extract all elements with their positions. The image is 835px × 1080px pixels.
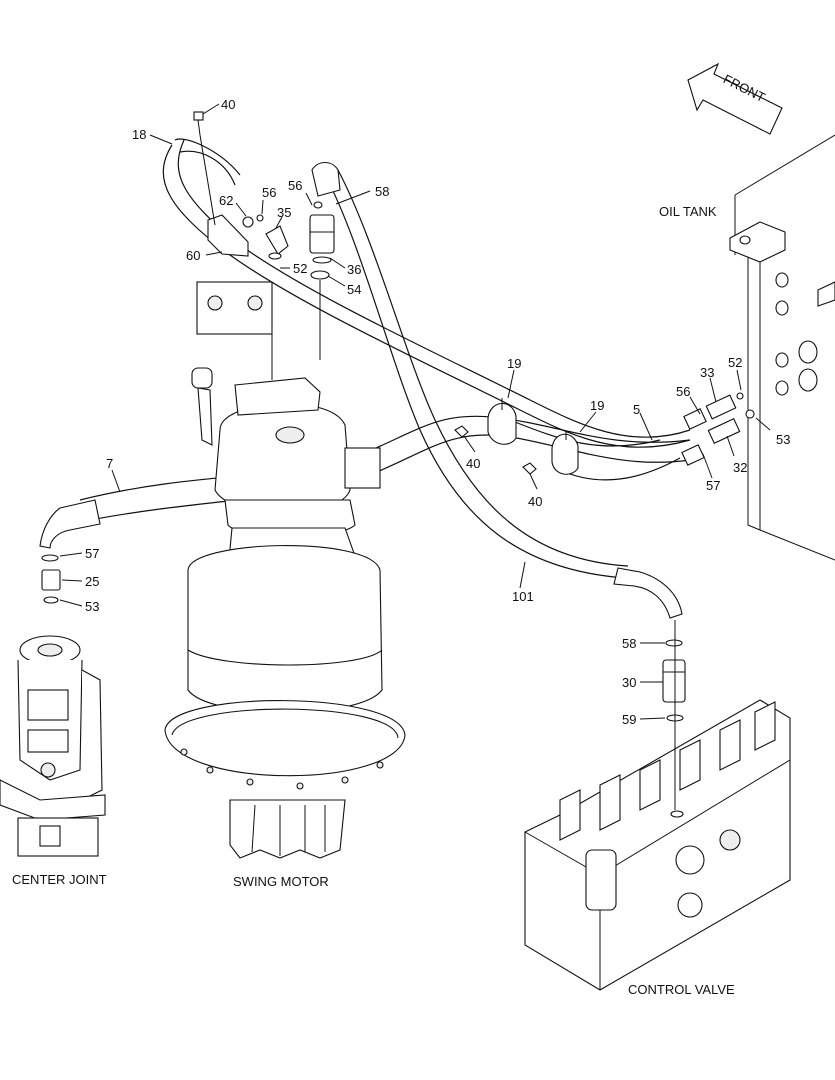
callout-59: 59	[622, 712, 636, 727]
callout-52-right: 52	[728, 355, 742, 370]
callout-57-right: 57	[706, 478, 720, 493]
callout-57-left: 57	[85, 546, 99, 561]
callout-33: 33	[700, 365, 714, 380]
bracket-60	[199, 134, 249, 257]
oil-tank: OIL TANK	[659, 134, 835, 561]
bolt-40-top	[193, 111, 204, 136]
callout-40-top: 40	[221, 97, 235, 112]
callout-32: 32	[733, 460, 747, 475]
hose-101	[324, 169, 683, 619]
fitting-35	[265, 225, 289, 260]
callout-56-mid: 56	[288, 178, 302, 193]
callout-36: 36	[347, 262, 361, 277]
oil-tank-caption: OIL TANK	[659, 204, 717, 219]
callout-58-bottom: 58	[622, 636, 636, 651]
fitting-25	[41, 554, 61, 604]
callout-40-low: 40	[528, 494, 542, 509]
callout-18: 18	[132, 127, 146, 142]
callout-53-left: 53	[85, 599, 99, 614]
callout-19-right: 19	[590, 398, 604, 413]
leader-lines	[59, 103, 771, 720]
clamp-19-left	[487, 398, 517, 445]
center-joint-caption: CENTER JOINT	[12, 872, 107, 887]
fitting-30	[662, 620, 686, 810]
control-valve-caption: CONTROL VALVE	[628, 982, 735, 997]
hose-5	[509, 419, 681, 481]
callouts: 40 18 56 62 35 60 52 56 58 36 54 19 19 4…	[85, 97, 790, 727]
swing-motor: SWING MOTOR	[164, 280, 406, 889]
callout-40-mid: 40	[466, 456, 480, 471]
callout-62: 62	[219, 193, 233, 208]
callout-53-right: 53	[776, 432, 790, 447]
hose-18	[162, 138, 691, 448]
fitting-62	[242, 214, 264, 228]
center-joint: CENTER JOINT	[0, 635, 107, 887]
control-valve: CONTROL VALVE	[524, 699, 791, 997]
swing-motor-caption: SWING MOTOR	[233, 874, 329, 889]
bolt-40-mid	[454, 425, 469, 438]
callout-60: 60	[186, 248, 200, 263]
callout-5: 5	[633, 402, 640, 417]
front-arrow: FRONT	[687, 62, 783, 135]
fitting-36	[309, 161, 341, 280]
clamp-19-right	[551, 432, 579, 475]
callout-56-right: 56	[676, 384, 690, 399]
callout-101: 101	[512, 589, 534, 604]
callout-19-left: 19	[507, 356, 521, 371]
callout-56-left: 56	[262, 185, 276, 200]
callout-58-top: 58	[375, 184, 389, 199]
callout-35: 35	[277, 205, 291, 220]
callout-7: 7	[106, 456, 113, 471]
callout-30: 30	[622, 675, 636, 690]
bolt-40-low	[522, 462, 537, 475]
callout-54: 54	[347, 282, 361, 297]
fittings-right-tank	[681, 392, 755, 466]
callout-52-left: 52	[293, 261, 307, 276]
callout-25: 25	[85, 574, 99, 589]
